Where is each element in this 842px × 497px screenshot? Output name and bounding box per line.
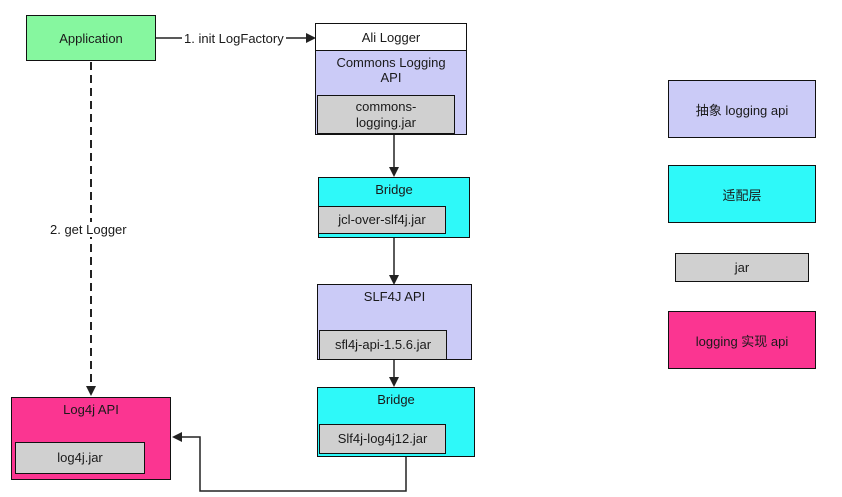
jcl-over-slf4j-jar: jcl-over-slf4j.jar xyxy=(318,206,446,234)
commons-logging-jar-label: commons-logging.jar xyxy=(355,98,417,130)
slf4j-log4j12-jar-label: Slf4j-log4j12.jar xyxy=(337,431,428,446)
commons-logging-jar: commons-logging.jar xyxy=(317,95,455,134)
legend-impl-api-label: logging 实现 api xyxy=(695,333,789,349)
ali-logger-label: Ali Logger xyxy=(361,29,421,45)
legend-impl-api: logging 实现 api xyxy=(668,311,816,369)
legend-abstract-api-label: 抽象 logging api xyxy=(695,102,789,118)
bridge-jcl-label: Bridge xyxy=(375,182,413,197)
edge-label-init-logfactory: 1. init LogFactory xyxy=(182,31,286,46)
application-node: Application xyxy=(26,15,156,61)
legend-jar-label: jar xyxy=(734,259,750,275)
log4j-jar: log4j.jar xyxy=(15,442,145,474)
application-label: Application xyxy=(59,30,123,46)
legend-adapter: 适配层 xyxy=(668,165,816,223)
log4j-api-label: Log4j API xyxy=(63,402,119,417)
slf4j-api-jar: sfl4j-api-1.5.6.jar xyxy=(319,330,447,360)
arrow-bridge-to-log4j xyxy=(172,432,407,492)
slf4j-api-jar-label: sfl4j-api-1.5.6.jar xyxy=(334,337,432,352)
bridge-log4j-label: Bridge xyxy=(377,392,415,407)
slf4j-log4j12-jar: Slf4j-log4j12.jar xyxy=(319,424,446,454)
legend-adapter-label: 适配层 xyxy=(722,187,762,203)
log4j-jar-label: log4j.jar xyxy=(57,450,103,465)
commons-logging-api-label: Commons Logging API xyxy=(336,55,446,85)
edge-label-get-logger: 2. get Logger xyxy=(48,222,129,237)
slf4j-api-label: SLF4J API xyxy=(363,289,426,304)
jcl-over-slf4j-jar-label: jcl-over-slf4j.jar xyxy=(338,212,426,227)
legend-abstract-api: 抽象 logging api xyxy=(668,80,816,138)
ali-logger-node: Ali Logger xyxy=(315,23,467,51)
legend-jar: jar xyxy=(675,253,809,282)
